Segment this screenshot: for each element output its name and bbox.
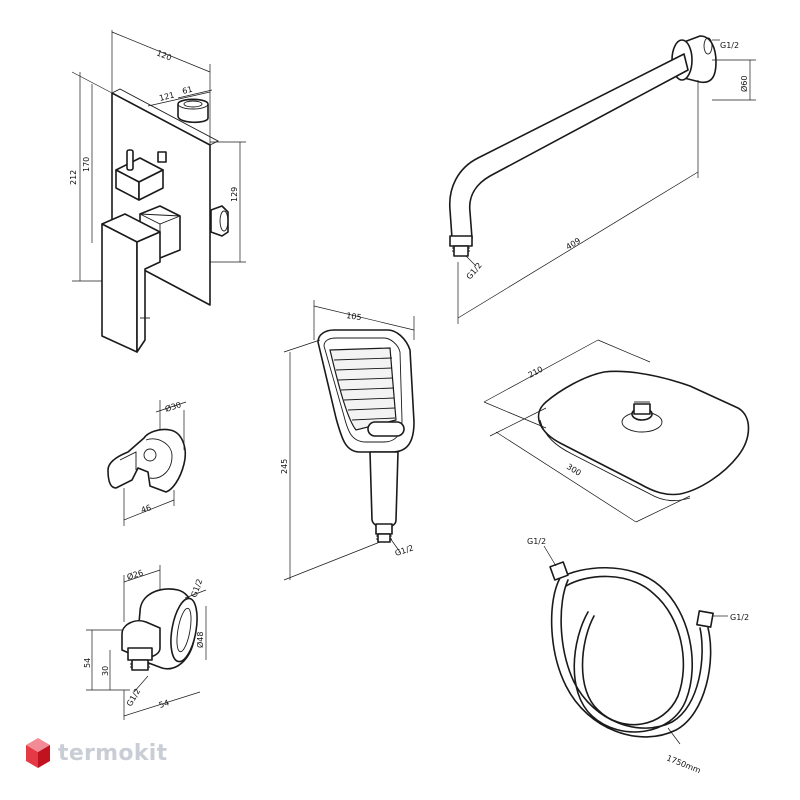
dimension-label: Ø26 bbox=[126, 567, 145, 582]
dimension-label: 409 bbox=[564, 236, 582, 252]
dimension-label: G1/2 bbox=[527, 537, 546, 546]
dimension-label: 54 bbox=[83, 658, 92, 668]
dimension-label: 61 bbox=[181, 85, 193, 96]
wall-holder: Ø30 46 bbox=[107, 399, 187, 526]
brand-name: termokit bbox=[58, 740, 168, 766]
hand-shower: 105 245 G1/2 bbox=[280, 300, 415, 581]
dimension-label: 212 bbox=[69, 170, 78, 185]
brand-cube-icon bbox=[26, 738, 50, 768]
dimension-label: 121 bbox=[158, 91, 175, 103]
dimension-label: 54 bbox=[158, 698, 170, 710]
dimension-label: 245 bbox=[280, 459, 289, 474]
dimension-label: 129 bbox=[230, 187, 239, 202]
dimension-label: G1/2 bbox=[189, 578, 204, 599]
dimension-label: Ø30 bbox=[164, 399, 183, 414]
dimension-label: G1/2 bbox=[730, 613, 749, 622]
dimension-label: Ø48 bbox=[195, 632, 205, 648]
brand-logo[interactable]: termokit bbox=[24, 736, 167, 770]
dimension-label: 46 bbox=[140, 503, 152, 515]
dimension-label: 30 bbox=[101, 666, 110, 676]
dimension-label: G1/2 bbox=[394, 543, 415, 557]
dimension-label: G1/2 bbox=[465, 261, 484, 281]
dimension-label: 300 bbox=[565, 462, 583, 478]
dimension-label: 120 bbox=[155, 49, 173, 63]
dimension-label: 1750mm bbox=[665, 754, 702, 776]
shower-hose: G1/2 G1/2 1750mm bbox=[527, 537, 749, 775]
dimension-label: Ø60 bbox=[739, 76, 749, 92]
head-shower: 210 300 bbox=[483, 339, 750, 523]
spray-nozzles bbox=[329, 347, 397, 431]
dimension-label: 210 bbox=[527, 365, 545, 380]
dimension-label: G1/2 bbox=[720, 41, 739, 50]
dimension-label: 105 bbox=[346, 311, 362, 322]
concealed-mixer: 120 121 61 212 170 129 bbox=[69, 30, 246, 353]
wall-elbow: Ø26 G1/2 Ø48 54 30 G1/2 54 bbox=[83, 565, 207, 720]
shower-arm: G1/2 Ø60 409 G1/2 bbox=[448, 35, 756, 324]
dimension-label: 170 bbox=[82, 157, 91, 172]
